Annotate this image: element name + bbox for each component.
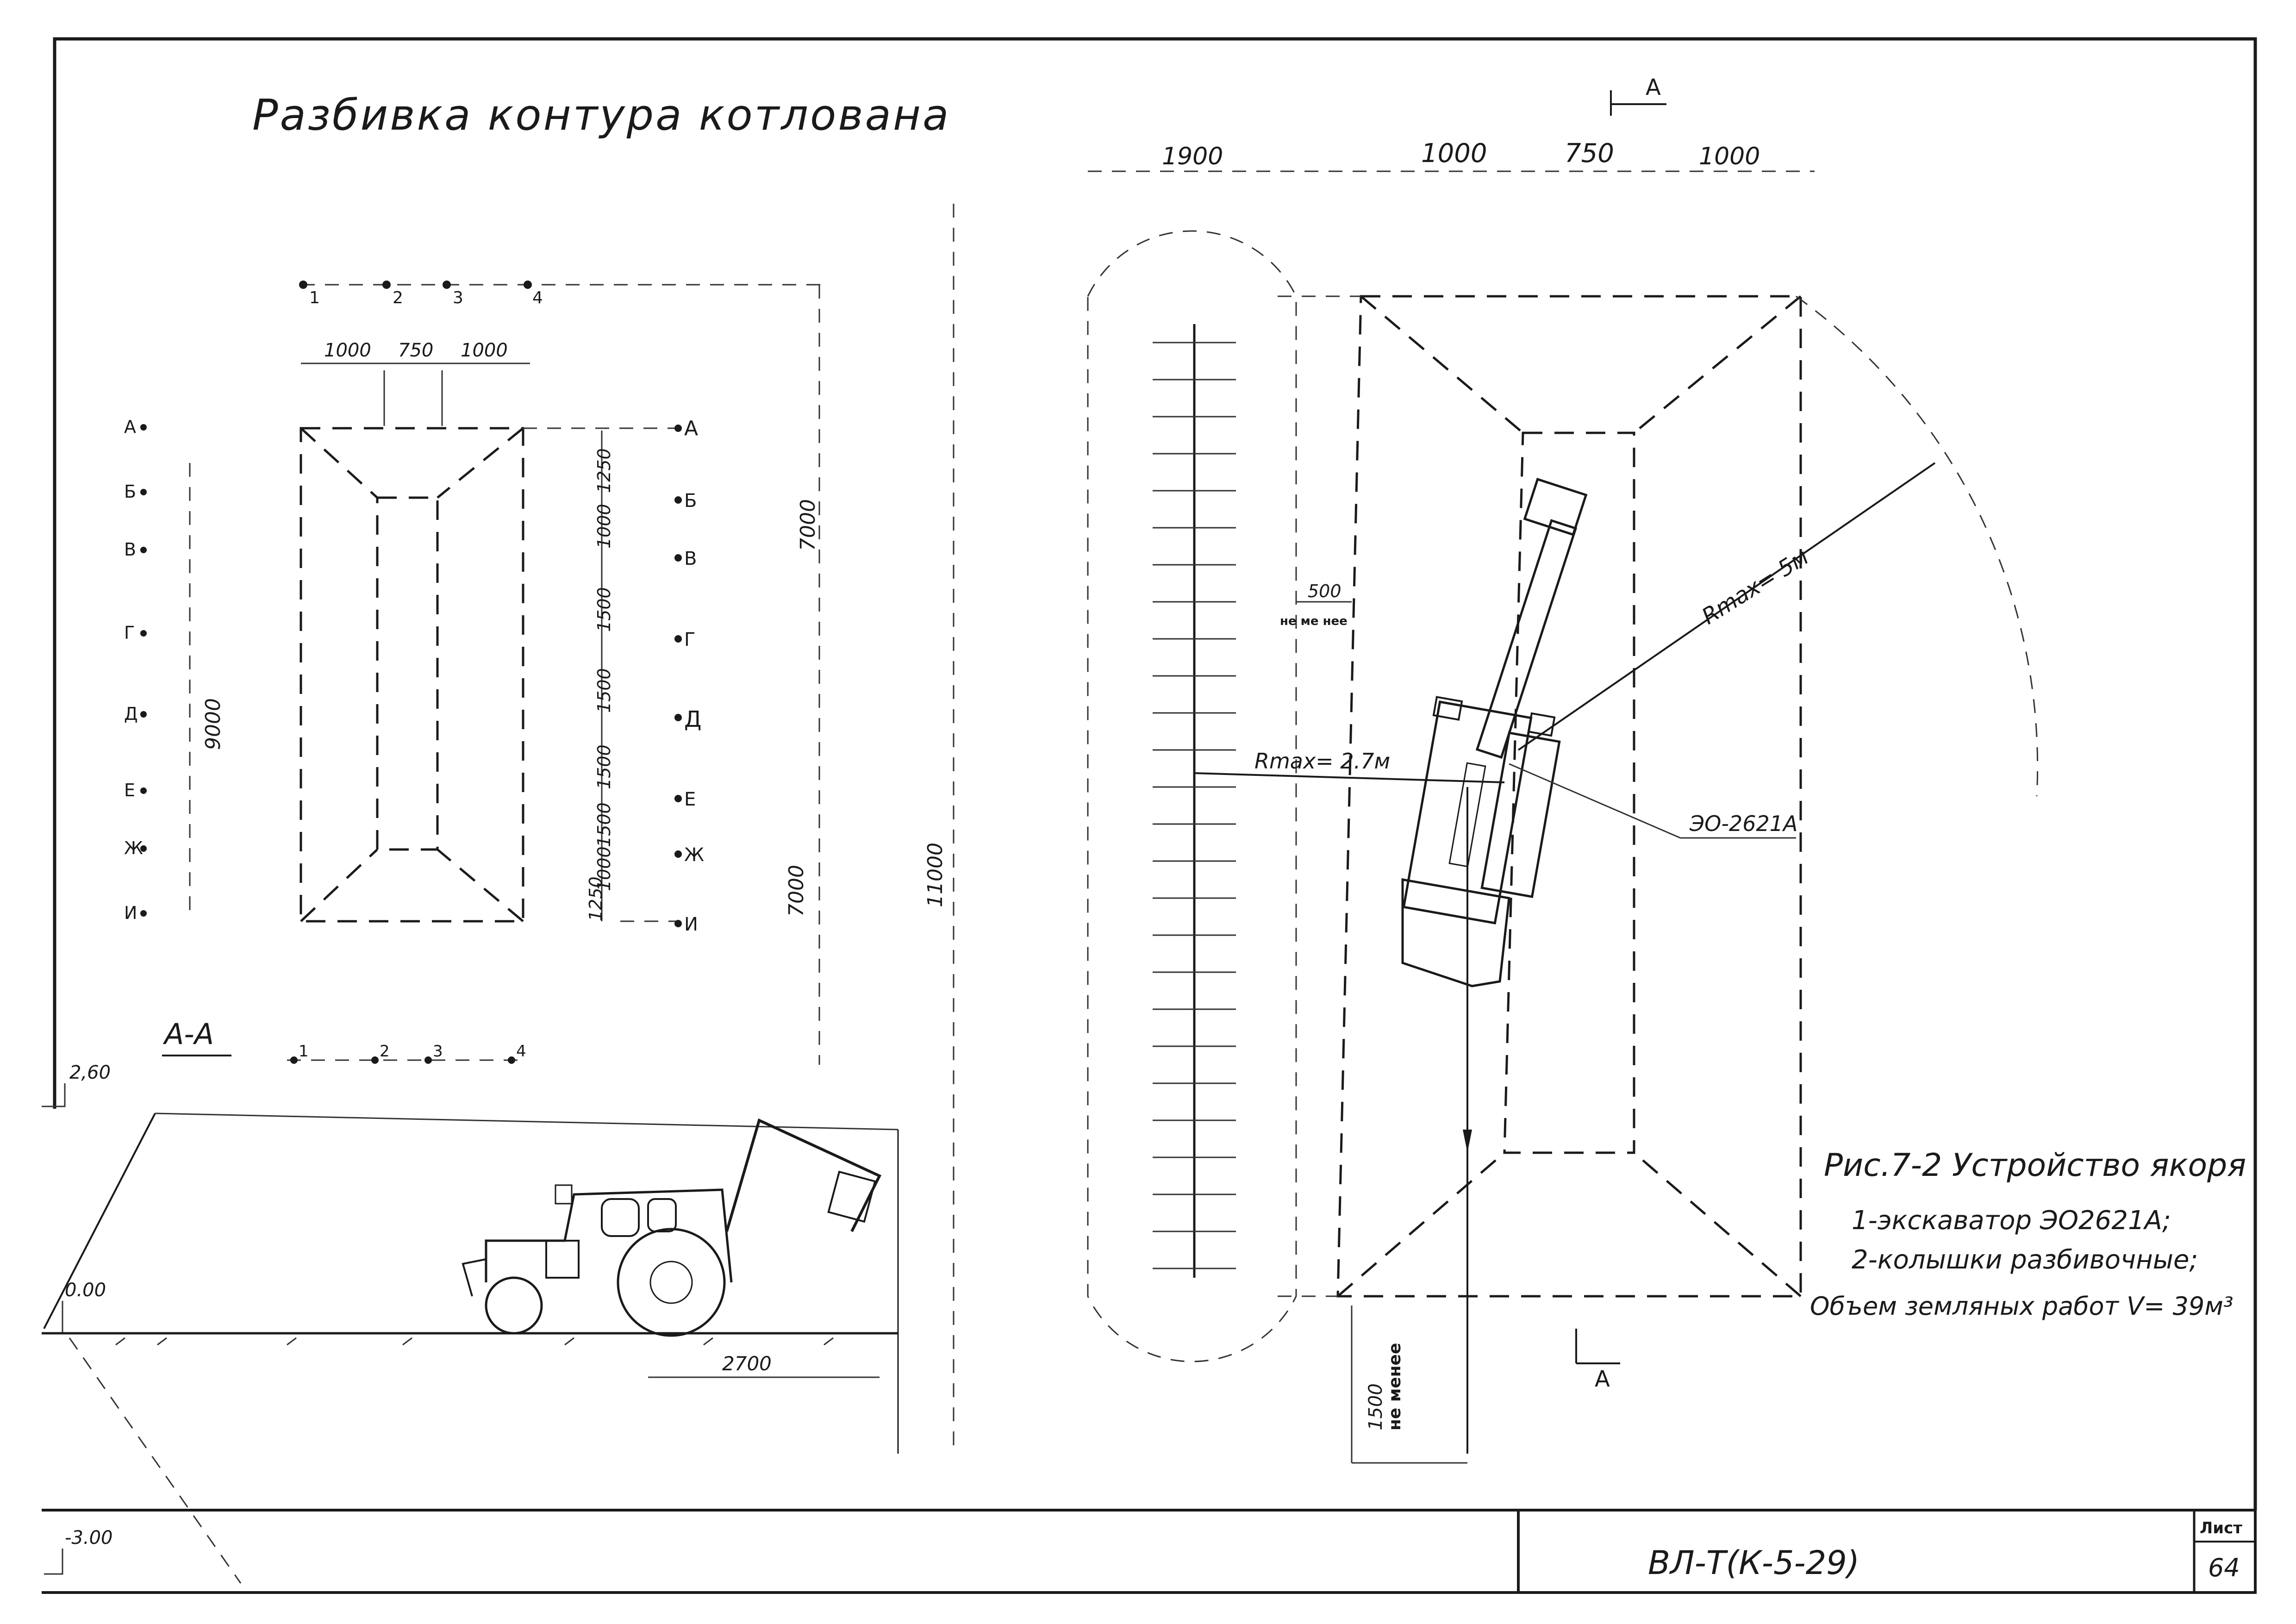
caption-title: Рис.7-2 Устройство якоря [1824, 1147, 2246, 1184]
vdim-1500-c: 1500 [594, 744, 614, 789]
left-pit-outline [299, 427, 524, 923]
title-block: ВЛ-Т(К-5-29) Лист 64 [1517, 1509, 2257, 1594]
row-letter-right-a: А [684, 417, 698, 440]
vdim-1250-top: 1250 [594, 448, 614, 493]
row-letter-right-g: Г [684, 629, 695, 650]
section-stake-4: 4 [516, 1042, 526, 1061]
caption-line-2: 2-колышки разбивочные; [1852, 1245, 2198, 1275]
row-letter-left-e: Е [124, 780, 135, 800]
level-ground: 0.00 [65, 1280, 106, 1301]
top-dim-1000-a: 1000 [324, 340, 371, 361]
section-stake-2: 2 [380, 1042, 390, 1061]
stake-ruler [1153, 324, 1236, 1278]
row-letter-right-zh: Ж [684, 844, 704, 866]
section-stake-3: 3 [433, 1042, 443, 1061]
min-500-note: не ме нее [1280, 614, 1348, 628]
stamp-code: ВЛ-Т(К-5-29) [1648, 1544, 1859, 1582]
sheet-frame [42, 37, 2257, 1594]
row-letter-left-i: И [124, 903, 137, 923]
stake-number-1: 1 [309, 288, 320, 307]
reach-arc [1796, 295, 2039, 797]
right-top-dim-1000-b: 1000 [1699, 143, 1760, 170]
dim-7000-upper: 7000 [796, 499, 820, 551]
row-letter-left-v: В [124, 539, 136, 560]
row-letter-left-d: Д [124, 704, 138, 724]
row-letter-right-i: И [684, 914, 698, 935]
stake-number-4: 4 [532, 288, 543, 307]
row-letter-right-e: Е [684, 789, 696, 810]
figure-caption: Рис.7-2 Устройство якоря 1-экскаватор ЭО… [1810, 1147, 2246, 1321]
dim-9000: 9000 [201, 698, 225, 750]
stamp-sheet-label: Лист [2200, 1519, 2242, 1537]
right-row-letters: А Б В Г Д Е Ж И [523, 417, 704, 935]
right-top-dim-1000-a: 1000 [1421, 138, 1487, 169]
right-top-dim-1900: 1900 [1162, 143, 1223, 170]
stake-number-2: 2 [393, 288, 403, 307]
top-dim-750: 750 [398, 340, 433, 361]
excavator-side-view [462, 1118, 882, 1337]
row-letter-right-d: Д [684, 706, 702, 732]
section-mark-top: А [1646, 75, 1661, 100]
plan-title: Разбивка контура котлована [252, 90, 950, 140]
section-a-a: А-А 1 2 3 4 2,60 0.00 -3.00 2700 [42, 1017, 899, 1584]
vdim-1250-bottom: 1250 [586, 876, 606, 921]
excavator-label: ЭО-2621А [1689, 811, 1797, 836]
dim-7000-lower: 7000 [785, 865, 808, 917]
row-letter-right-v: В [684, 548, 697, 569]
min-1500-note: не менее [1385, 1343, 1404, 1430]
radius-max-long: Rmax= 5м [1697, 544, 1813, 630]
radius-max-short: Rmax= 2.7м [1254, 749, 1390, 774]
section-mark-bottom: А [1595, 1366, 1610, 1392]
level-top: 2,60 [69, 1062, 111, 1083]
ground-hatching [115, 1337, 834, 1346]
right-top-dim-750: 750 [1565, 138, 1614, 169]
vdim-1000-bottom: 1000 [594, 846, 614, 891]
row-letter-right-b: Б [684, 490, 697, 512]
min-500-value: 500 [1308, 581, 1341, 601]
row-letter-left-a: А [124, 417, 136, 437]
section-stake-1: 1 [299, 1042, 309, 1061]
row-letter-left-g: Г [124, 623, 135, 643]
stake-number-3: 3 [453, 288, 463, 307]
dim-11000: 11000 [923, 843, 947, 907]
excavator-top-view [1401, 478, 1588, 987]
reach-dim: 2700 [722, 1352, 772, 1375]
left-row-letters: А Б В Г Д Е Ж И [124, 417, 147, 923]
section-title: А-А [162, 1017, 214, 1051]
caption-line-1: 1-экскаватор ЭО2621А; [1852, 1206, 2171, 1236]
level-bottom: -3.00 [65, 1527, 113, 1549]
top-dim-1000-b: 1000 [461, 340, 508, 361]
vdim-1500-b: 1500 [594, 668, 614, 713]
left-top-stakes: 1 2 3 4 1000 750 1000 [299, 281, 824, 426]
row-letter-left-zh: Ж [124, 838, 143, 858]
stamp-sheet-number: 64 [2208, 1553, 2240, 1582]
vdim-1500-a: 1500 [594, 587, 614, 632]
caption-line-3: Объем земляных работ V= 39м³ [1810, 1292, 2234, 1321]
row-letter-left-b: Б [124, 481, 136, 502]
vdim-1500-d: 1500 [594, 802, 614, 847]
right-pit-outline [1278, 295, 1802, 1298]
vertical-dimension-chain: 1250 1000 1500 1500 1500 1500 1000 1250 [586, 431, 614, 921]
overall-dimensions: 9000 7000 7000 11000 [189, 204, 955, 1449]
min-1500-value: 1500 [1365, 1383, 1386, 1430]
vdim-1000-top: 1000 [594, 504, 614, 549]
